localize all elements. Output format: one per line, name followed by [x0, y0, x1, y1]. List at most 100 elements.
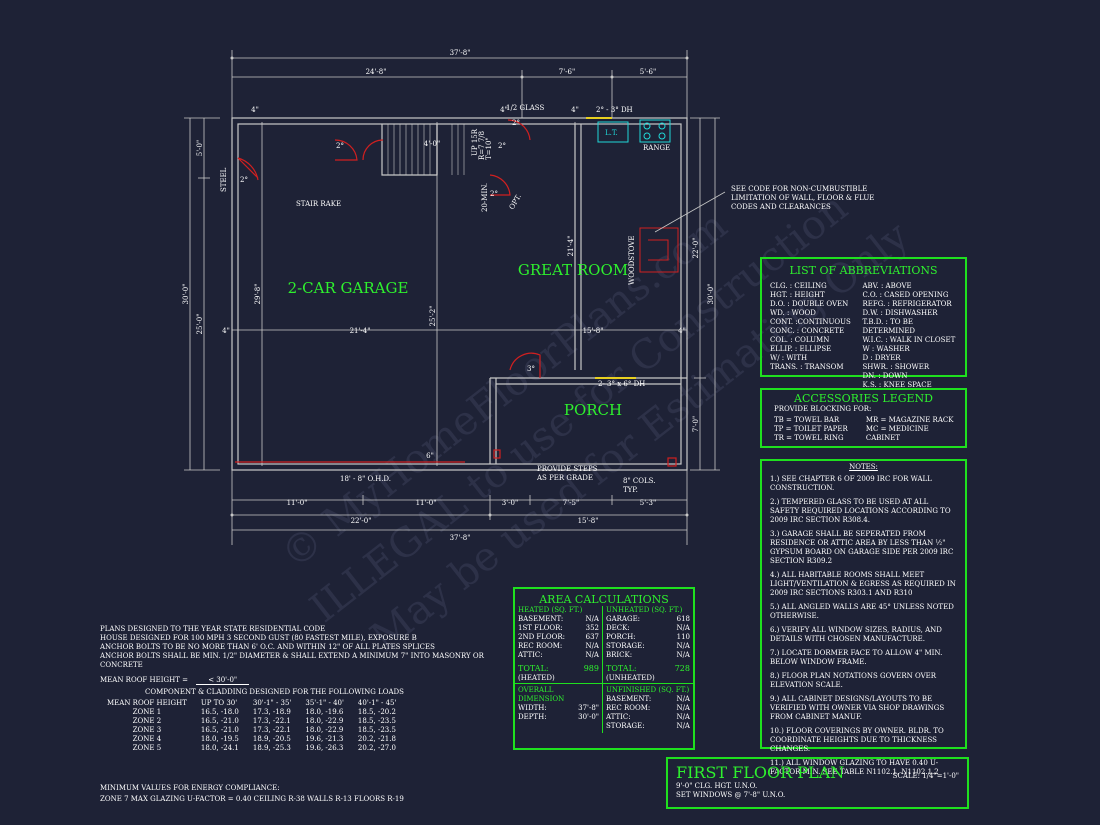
note-item: 3.) GARAGE SHALL BE SEPERATED FROM RESID… [770, 530, 954, 565]
area-row-label: BASEMENT: [518, 615, 564, 623]
dim-top-total: 37'-8" [450, 49, 471, 57]
roof-cell: ZONE 2 [132, 717, 162, 725]
abbreviation-item: D.O. : DOUBLE OVEN [770, 300, 849, 308]
unheated-total-label: TOTAL: [606, 664, 637, 673]
dim-top-mid: 7'-6" [559, 68, 575, 76]
area-row-label: REC ROOM: [606, 704, 651, 712]
area-bottom-columns: OVERALL DIMENSION WIDTH:37'-8"DEPTH:30'-… [515, 683, 693, 733]
area-row-value: N/A [585, 642, 599, 650]
roof-cell: 18.0, -24.1 [200, 744, 239, 752]
roof-cell: 18.9, -20.5 [252, 735, 291, 743]
room-great-room: GREAT ROOM [518, 261, 628, 279]
area-row-label: REC ROOM: [518, 642, 563, 650]
area-row-value: N/A [585, 651, 599, 659]
accessories-box: ACCESSORIES LEGEND PROVIDE BLOCKING FOR:… [760, 388, 967, 448]
unheated-total: 728 [674, 664, 690, 673]
area-row-label: BRICK: [606, 651, 633, 659]
dim-bottom-3: 3'-0" [502, 499, 518, 507]
area-row-label: PORCH: [606, 633, 636, 641]
heated-sub: (HEATED) [518, 674, 555, 682]
door-swings [235, 119, 677, 467]
area-row: BASEMENT:N/A [518, 615, 599, 624]
area-row-value: N/A [676, 642, 690, 650]
label-cols: 8" COLS. TYP. [623, 477, 656, 494]
area-row: STORAGE: N/A [606, 642, 690, 651]
roof-cell: 16.5, -18.0 [200, 708, 239, 716]
area-row-label: 2ND FLOOR: [518, 633, 566, 641]
area-row-value: 637 [585, 633, 599, 641]
abbreviation-item: W.I.C. : WALK IN CLOSET [862, 336, 956, 344]
abbreviation-item: C.O. : CASED OPENING [862, 291, 949, 299]
area-row-value: 37'-8" [578, 704, 599, 712]
area-row: DEPTH:30'-0" [518, 713, 599, 722]
area-row-label: GARAGE: [606, 615, 641, 623]
roof-cell: UP TO 30' [200, 699, 238, 707]
abbreviation-item: WD. : WOOD [770, 309, 816, 317]
area-row: 2ND FLOOR: 637 [518, 633, 599, 642]
dim-right-4: 4" [678, 327, 686, 335]
area-row: REC ROOM: N/A [606, 704, 690, 713]
dim-top-left: 24'-8" [366, 68, 387, 76]
label-door-2e: 2° [490, 190, 498, 198]
title-block: FIRST FLOOR PLAN SCALE: 1/4"=1'-0" 9'-0"… [666, 757, 969, 809]
title-block-scale: SCALE: 1/4"=1'-0" [892, 772, 959, 780]
label-stair-rake: STAIR RAKE [296, 200, 341, 208]
roof-cell: 20.2, -21.8 [357, 735, 396, 743]
label-door-2c: 2° [512, 119, 520, 127]
accessory-item: TB = TOWEL BAR [774, 416, 840, 424]
dim-s4c: 4" [571, 106, 579, 114]
unfinished-title: UNFINISHED (SQ. FT.) [606, 686, 690, 694]
general-notes: PLANS DESIGNED TO THE YEAR STATE RESIDEN… [100, 625, 520, 670]
area-row: ATTIC: N/A [606, 713, 690, 722]
roof-cell: 18.0, -19.5 [200, 735, 239, 743]
code-note-leader [654, 191, 726, 233]
dim-garage-width: 21'-4" [350, 327, 371, 335]
area-row-value: N/A [676, 704, 690, 712]
roof-cell: 18.5, -20.2 [357, 708, 396, 716]
dim-bottom-1: 11'-0" [287, 499, 308, 507]
overall-rows: WIDTH:37'-8"DEPTH:30'-0" [518, 704, 599, 722]
area-row-value: N/A [676, 722, 690, 730]
area-row-label: ATTIC: [606, 713, 631, 721]
abbreviations-title: LIST OF ABBREVIATIONS [789, 264, 938, 277]
area-row-value: N/A [676, 651, 690, 659]
area-row-label: ATTIC: [518, 651, 543, 659]
area-row-label: 1ST FLOOR: [518, 624, 563, 632]
heated-total-row: TOTAL: 989 [518, 664, 599, 674]
room-garage: 2-CAR GARAGE [288, 279, 409, 297]
abbreviation-item: D.W. : DISHWASHER [862, 309, 938, 317]
area-row: BRICK: N/A [606, 651, 690, 660]
general-note: ANCHOR BOLTS SHALL BE MIN. 1/2" DIAMETER… [100, 652, 484, 669]
dim-bottom-2: 11'-0" [416, 499, 437, 507]
label-steps: PROVIDE STEPS AS PER GRADE [537, 465, 598, 482]
notes-title: NOTES: [849, 463, 878, 471]
note-item: 1.) SEE CHAPTER 6 OF 2009 IRC FOR WALL C… [770, 475, 932, 492]
mean-roof-label: MEAN ROOF HEIGHT = [100, 676, 188, 684]
abbreviation-item: K.S. : KNEE SPACE [862, 381, 932, 389]
dim-s4b: 4" [500, 106, 508, 114]
abbreviation-item: TRANS. : TRANSOM [770, 363, 844, 371]
dim-center-25: 25'-2" [429, 306, 437, 327]
abbreviation-item: W/ : WITH [770, 354, 808, 362]
dim-gr-width: 15'-8" [583, 327, 604, 335]
notes-list: 1.) SEE CHAPTER 6 OF 2009 IRC FOR WALL C… [762, 471, 965, 777]
roof-cell: 35'-1" - 40' [305, 699, 344, 707]
dim-left-total: 30'-0" [182, 284, 190, 305]
dim-right-upper: 22'-0" [692, 238, 700, 259]
abbreviation-item: DN. : DOWN [862, 372, 908, 380]
area-box: AREA CALCULATIONS HEATED (SQ. FT.) BASEM… [513, 587, 695, 750]
roof-cell: ZONE 1 [132, 708, 162, 716]
area-row-label: STORAGE: [606, 642, 645, 650]
note-item: 4.) ALL HABITABLE ROOMS SHALL MEET LIGHT… [770, 571, 956, 597]
label-min: 20-MIN. [481, 183, 489, 212]
abbreviation-item: CONT. :CONTINUOUS [770, 318, 851, 326]
roof-cell: 18.5, -23.5 [357, 717, 396, 725]
area-row-value: N/A [676, 713, 690, 721]
